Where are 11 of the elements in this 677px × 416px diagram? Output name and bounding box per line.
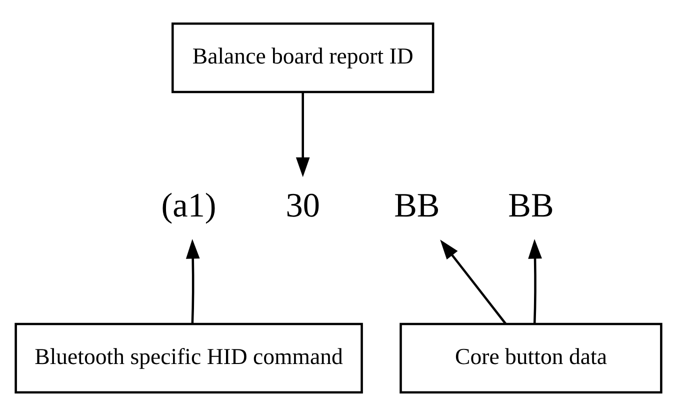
node-box: Core button data <box>400 322 662 394</box>
arrow <box>440 240 507 325</box>
arrow <box>528 238 542 324</box>
node-text: BB <box>394 187 440 224</box>
node-box: Bluetooth specific HID command <box>14 322 363 394</box>
node-text: BB <box>508 187 554 224</box>
node-box: Balance board report ID <box>172 22 434 94</box>
node-text: 30 <box>286 187 320 224</box>
arrow <box>186 238 200 324</box>
arrow <box>296 92 310 178</box>
node-text: (a1) <box>161 187 216 224</box>
